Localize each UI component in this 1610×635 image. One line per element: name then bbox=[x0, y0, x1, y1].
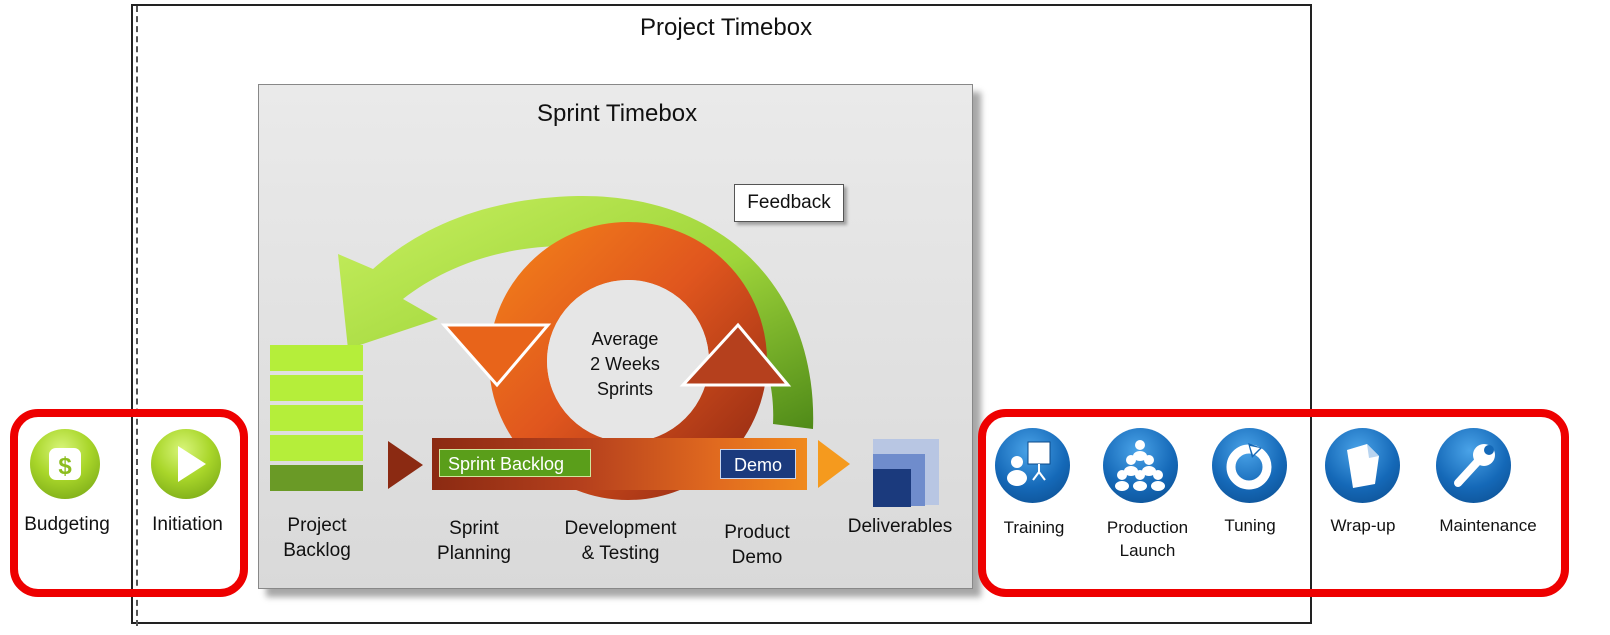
delivery-arrow bbox=[818, 440, 850, 488]
cycle-center-line3: Sprints bbox=[596, 379, 654, 399]
people-icon bbox=[1115, 440, 1165, 491]
initiation-badge[interactable] bbox=[151, 429, 221, 499]
deliverable-square-front bbox=[873, 469, 911, 507]
deliverables-label: Deliverables bbox=[847, 516, 953, 537]
project-timebox-title: Project Timebox bbox=[640, 14, 813, 41]
ring-center bbox=[547, 280, 709, 442]
cycle-center-text: Average 2 Weeks Sprints bbox=[560, 327, 690, 402]
wrench-icon bbox=[1454, 444, 1495, 487]
maintenance-label: Maintenance bbox=[1439, 516, 1537, 535]
up-arrowhead bbox=[679, 322, 792, 387]
backlog-bar bbox=[270, 405, 363, 431]
post-project-highlight bbox=[978, 409, 1569, 597]
backlog-bar bbox=[270, 375, 363, 401]
sprint-timebox-title: Sprint Timebox bbox=[537, 100, 698, 127]
planning-arrow bbox=[388, 441, 423, 489]
cycle-center-line1: Average bbox=[591, 329, 659, 349]
sprint-cycle-graphic bbox=[338, 195, 939, 507]
cycle-center-line2: 2 Weeks bbox=[590, 354, 660, 374]
sprint-planning-label: Sprint Planning bbox=[437, 518, 511, 564]
play-icon bbox=[178, 446, 206, 482]
down-arrowhead bbox=[440, 323, 552, 388]
project-timebox bbox=[131, 4, 1312, 624]
pre-project-highlight bbox=[10, 409, 248, 597]
backlog-bar bbox=[270, 435, 363, 461]
budgeting-label: Budgeting bbox=[24, 514, 110, 535]
budgeting-badge[interactable]: $ bbox=[30, 429, 100, 499]
document-icon bbox=[1347, 444, 1379, 488]
production-launch-badge[interactable] bbox=[1103, 428, 1178, 503]
sprint-backlog-tag: Sprint Backlog bbox=[439, 449, 591, 477]
product-demo-label: Product Demo bbox=[724, 522, 790, 568]
training-label: Training bbox=[1003, 518, 1065, 537]
production-launch-label: Production Launch bbox=[1106, 518, 1189, 560]
project-backlog-label: Project Backlog bbox=[283, 515, 351, 561]
wrap-up-badge[interactable] bbox=[1325, 428, 1400, 503]
svg-text:$: $ bbox=[58, 453, 72, 480]
development-testing-label: Development & Testing bbox=[564, 518, 677, 564]
refresh-icon bbox=[1226, 443, 1272, 490]
training-badge[interactable] bbox=[995, 428, 1070, 503]
project-timebox-dashed-edge bbox=[136, 6, 138, 626]
backlog-bar bbox=[270, 345, 363, 371]
presenter-icon bbox=[1007, 441, 1051, 486]
tuning-label: Tuning bbox=[1224, 516, 1276, 535]
dollar-icon: $ bbox=[49, 448, 81, 480]
wrap-up-label: Wrap-up bbox=[1330, 516, 1396, 535]
demo-tag: Demo bbox=[720, 449, 796, 479]
initiation-label: Initiation bbox=[152, 514, 223, 535]
backlog-bar-current bbox=[270, 465, 363, 491]
maintenance-badge[interactable] bbox=[1436, 428, 1511, 503]
feedback-label: Feedback bbox=[734, 184, 844, 222]
tuning-badge[interactable] bbox=[1212, 428, 1287, 503]
